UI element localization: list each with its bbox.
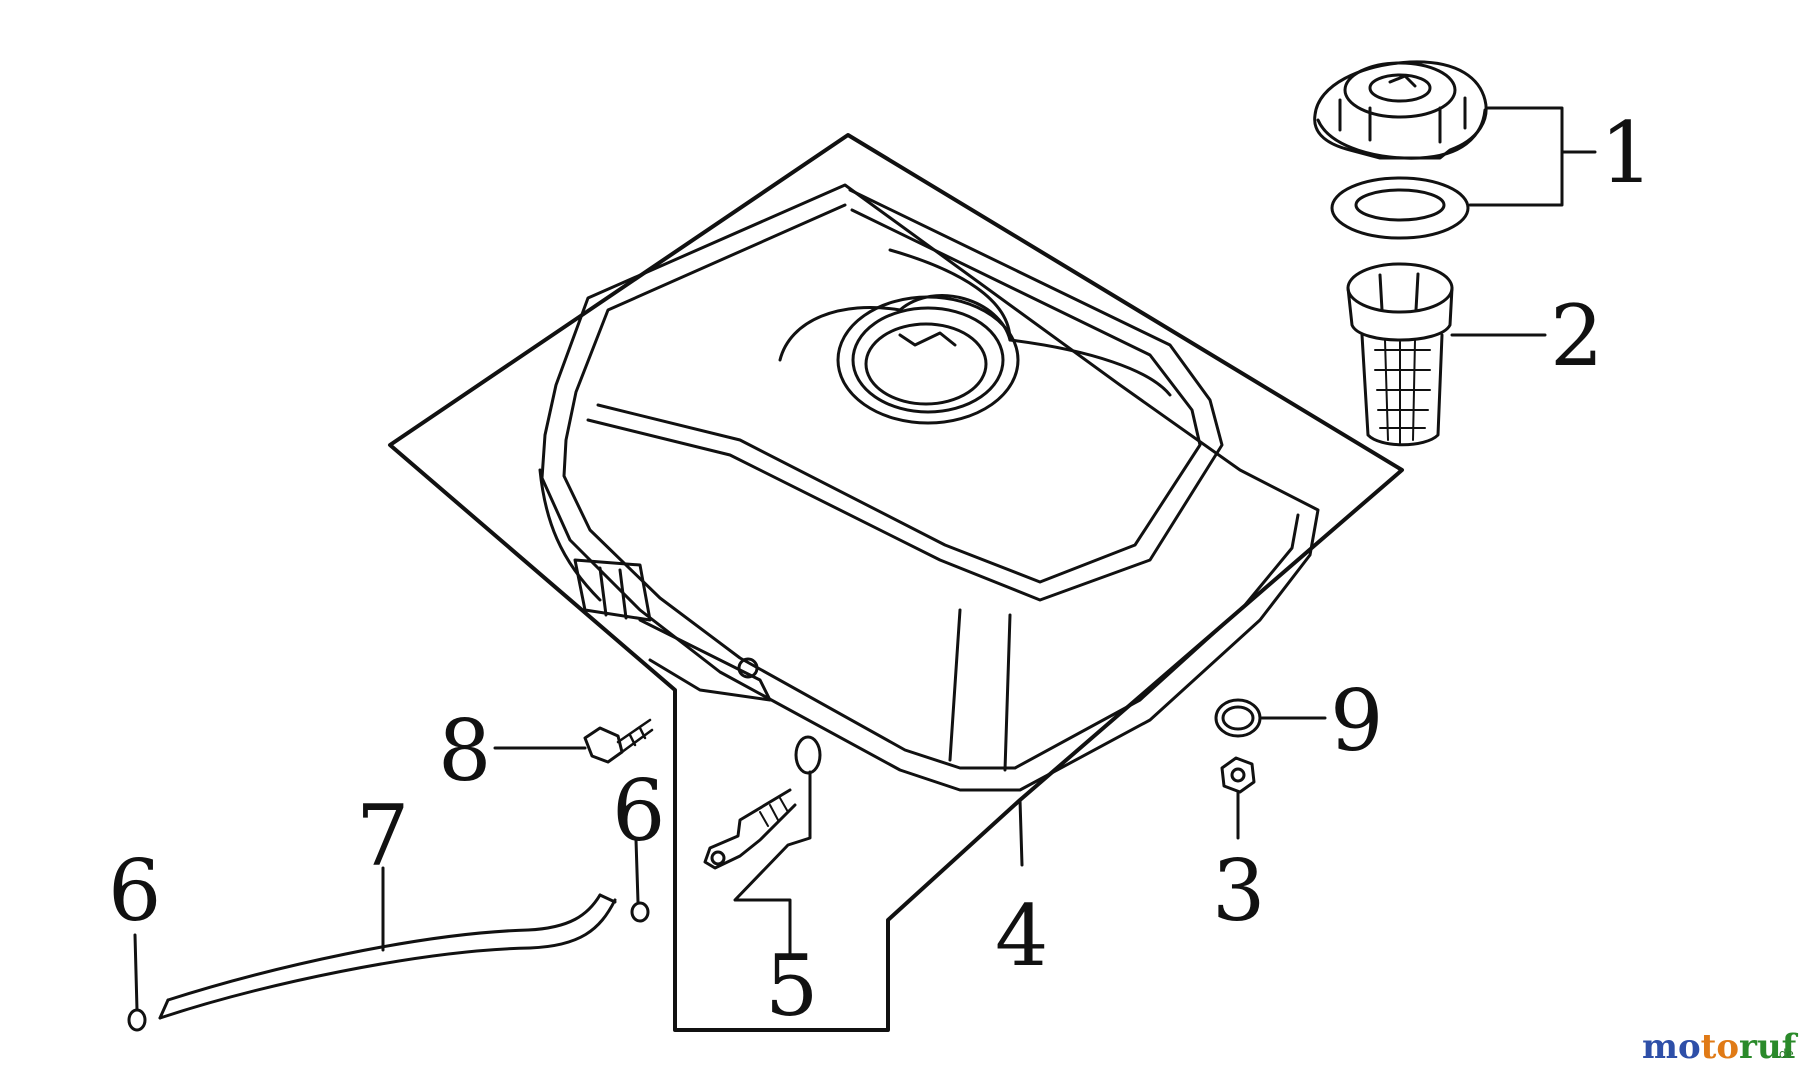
fuel-filter-strainer	[1346, 262, 1454, 447]
hex-nut	[1220, 756, 1256, 794]
hose-clip-right	[630, 901, 650, 923]
leader-line-4	[1018, 798, 1024, 867]
fuel-cap-gasket	[1330, 176, 1470, 240]
fuel-tank	[538, 183, 1320, 792]
drain-bolt	[583, 718, 654, 764]
tank-filler-neck	[836, 295, 1020, 425]
callout-label-3: 3	[1212, 842, 1265, 940]
leader-line-1	[1468, 106, 1597, 207]
callout-label-6-right: 6	[612, 762, 665, 860]
callout-label-2: 2	[1550, 287, 1603, 385]
fuel-cap	[1313, 60, 1488, 160]
callout-label-1: 1	[1600, 104, 1653, 202]
motoruf-watermark-logo: motoruf .de	[1642, 1027, 1799, 1067]
fuel-valve	[703, 735, 822, 870]
tank-assembly-frame	[388, 133, 1404, 1032]
fuel-hose	[158, 893, 617, 1020]
o-ring	[1214, 698, 1262, 738]
callout-label-8: 8	[438, 702, 491, 800]
callout-label-9: 9	[1330, 672, 1383, 770]
callout-label-7: 7	[356, 787, 409, 885]
leader-line-5	[733, 770, 812, 957]
watermark-tld: .de	[1775, 1047, 1794, 1061]
leader-line-6-left	[133, 933, 139, 1012]
callout-label-4: 4	[995, 887, 1048, 985]
callout-label-6-left: 6	[108, 842, 161, 940]
hose-clip-left	[127, 1008, 147, 1032]
leader-line-6-right	[634, 838, 640, 904]
watermark-brand: motoruf	[1642, 1027, 1799, 1067]
callout-label-5: 5	[765, 937, 818, 1035]
